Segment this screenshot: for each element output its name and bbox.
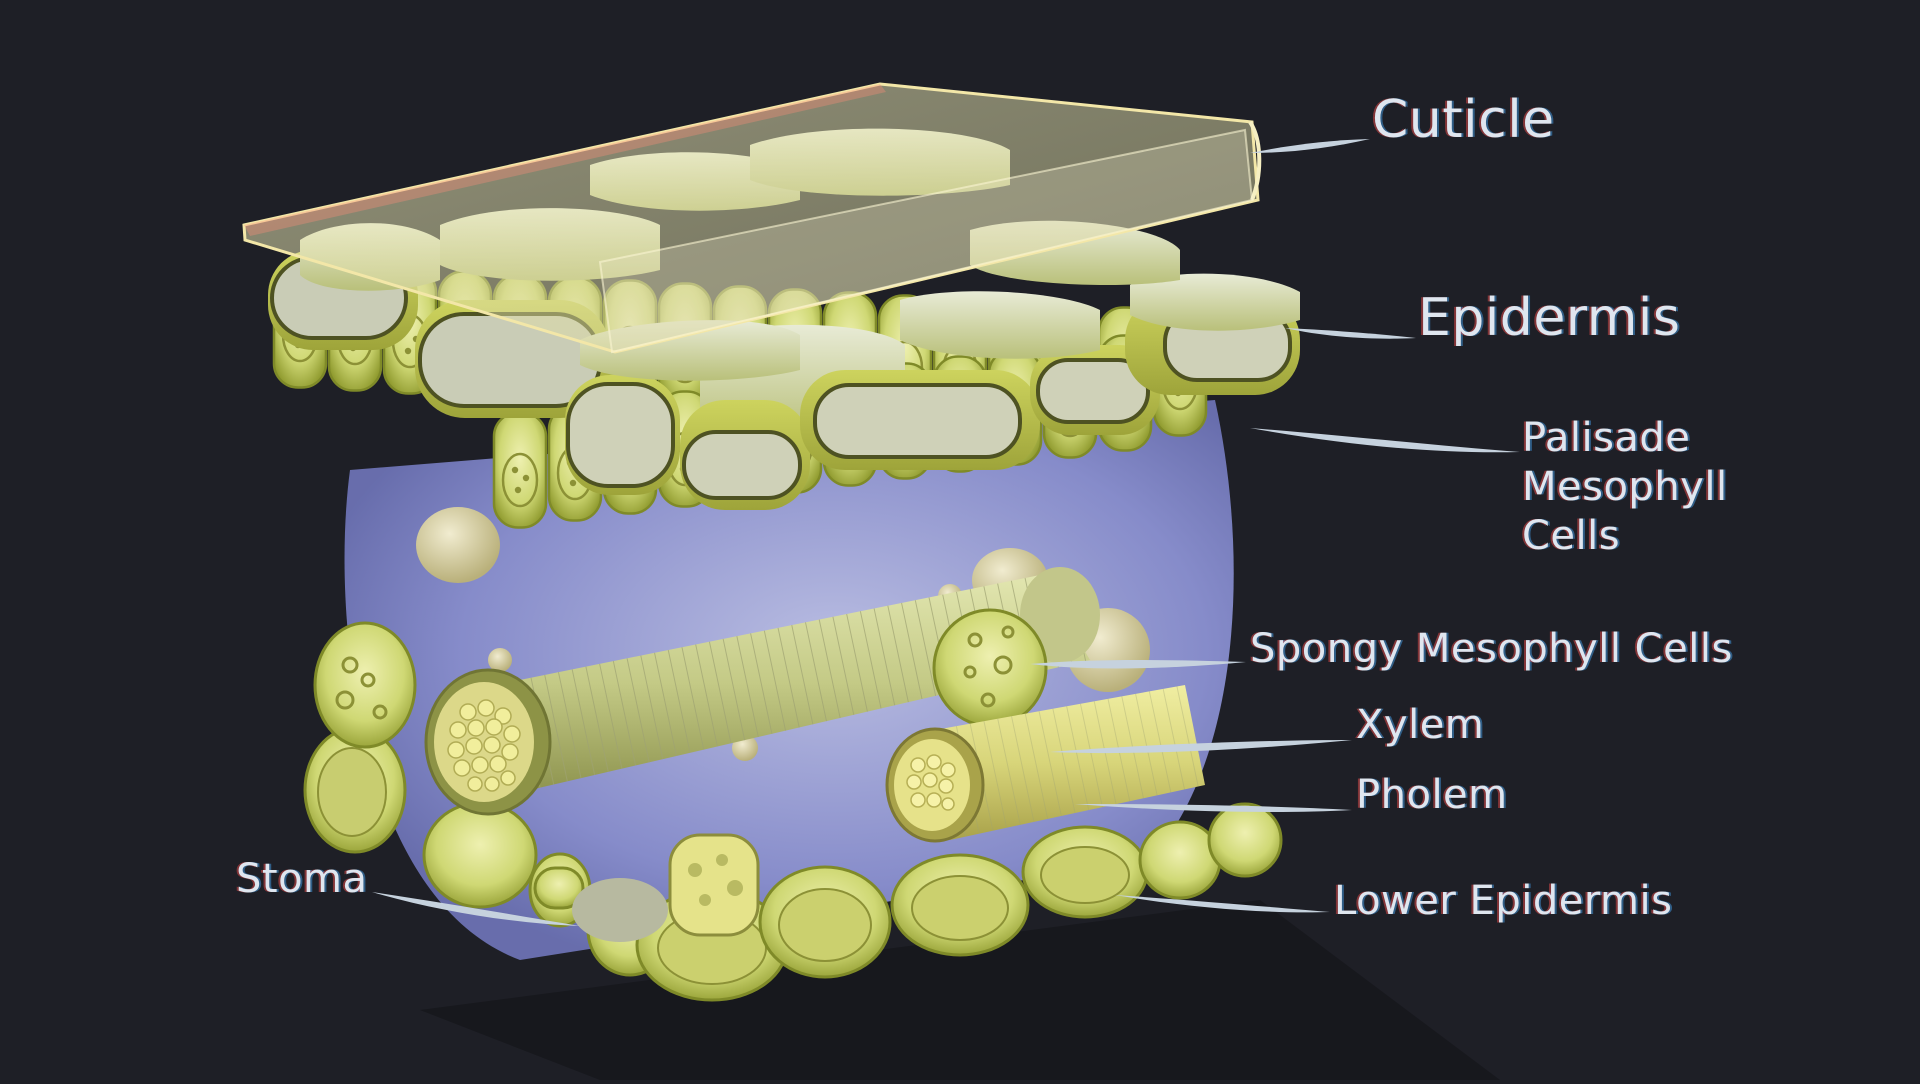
leader-pholem: [1075, 804, 1352, 812]
label-pholem: Pholem: [1356, 772, 1508, 818]
spongy-cell-right: [932, 608, 1048, 728]
leader-lines: [372, 139, 1520, 926]
label-palisade-mesophyll-cells: Palisade Mesophyll Cells: [1522, 414, 1728, 561]
chloroplast-dot: [522, 474, 530, 482]
cuticle-sheet: [242, 82, 1262, 354]
label-stoma: Stoma: [236, 856, 368, 902]
leader-palisade: [1250, 428, 1520, 453]
phloem-tube: [885, 685, 1205, 843]
leader-spongy: [1030, 660, 1246, 669]
chloroplast-dot: [511, 466, 519, 474]
leader-xylem: [1050, 740, 1352, 754]
label-epidermis: Epidermis: [1418, 288, 1681, 348]
label-palisade-line-3: Cells: [1522, 513, 1621, 559]
label-xylem: Xylem: [1356, 702, 1485, 748]
leader-epidermis: [1285, 328, 1416, 339]
chloroplast-dot: [569, 479, 577, 487]
chloroplast-dot: [404, 347, 412, 355]
label-palisade-line-1: Palisade: [1522, 415, 1691, 461]
palisade-cell: [492, 411, 548, 529]
spongy-cell-left: [313, 621, 417, 749]
leader-lower-epidermis: [1115, 895, 1330, 913]
label-cuticle: Cuticle: [1372, 90, 1555, 150]
drop-shadow: [420, 900, 1500, 1080]
label-lower-epidermis: Lower Epidermis: [1334, 878, 1673, 924]
leader-cuticle: [1250, 139, 1370, 153]
label-palisade-line-2: Mesophyll: [1522, 464, 1728, 510]
label-spongy-mesophyll-cells: Spongy Mesophyll Cells: [1250, 626, 1733, 672]
vascular-bundle-tube: [424, 567, 1100, 816]
leader-stoma: [372, 892, 580, 926]
palisade-nucleus: [501, 452, 539, 508]
stoma-guard-cells: [533, 833, 760, 942]
chloroplast-dot: [514, 486, 522, 494]
